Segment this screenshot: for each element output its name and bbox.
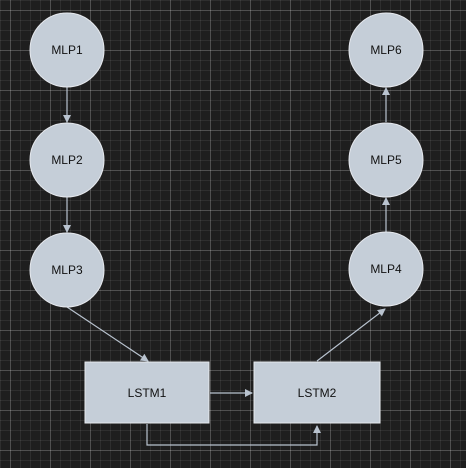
- node-mlp2-label: MLP2: [51, 153, 83, 167]
- edge-lstm2-mlp4: [316, 308, 386, 362]
- node-mlp2[interactable]: MLP2: [29, 122, 105, 198]
- node-mlp6-label: MLP6: [370, 43, 402, 57]
- node-lstm1-label: LSTM1: [128, 386, 167, 400]
- node-lstm1[interactable]: LSTM1: [84, 361, 210, 424]
- node-mlp6[interactable]: MLP6: [348, 12, 424, 88]
- node-mlp1[interactable]: MLP1: [29, 12, 105, 88]
- node-mlp5[interactable]: MLP5: [348, 122, 424, 198]
- edge-mlp3-lstm1: [66, 306, 149, 362]
- node-mlp4-label: MLP4: [370, 262, 402, 276]
- edge-lstm1-lstm2-loop: [146, 424, 321, 446]
- node-lstm2-label: LSTM2: [298, 386, 337, 400]
- node-mlp1-label: MLP1: [51, 43, 83, 57]
- node-mlp5-label: MLP5: [370, 153, 402, 167]
- node-mlp3-label: MLP3: [51, 263, 83, 277]
- node-lstm2[interactable]: LSTM2: [253, 361, 381, 424]
- node-mlp4[interactable]: MLP4: [348, 231, 424, 307]
- node-mlp3[interactable]: MLP3: [29, 232, 105, 308]
